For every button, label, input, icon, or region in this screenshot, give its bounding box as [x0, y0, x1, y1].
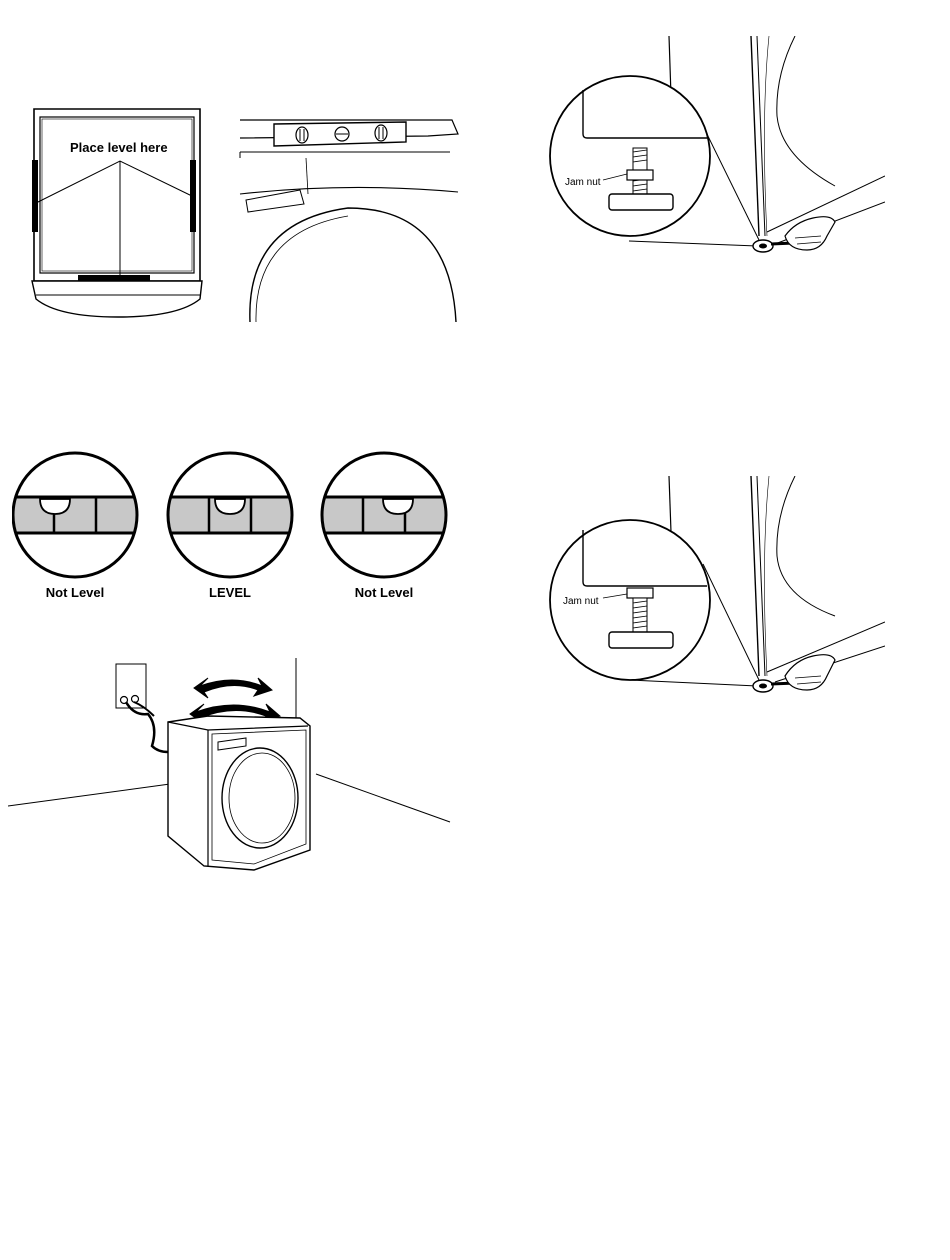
bubble-level-level: [162, 453, 302, 577]
bubble-levels-row: Not Level LEVEL Not Level: [12, 450, 462, 610]
level-mark-front: [78, 275, 150, 281]
hand-icon: [785, 217, 835, 250]
bubble-level-not-level-right: [317, 453, 457, 577]
foot-detail-lower: Jam nut: [545, 476, 885, 698]
jam-nut-label-upper: Jam nut: [565, 177, 601, 188]
bubble-label-2: LEVEL: [209, 585, 251, 600]
level-mark-left: [32, 160, 38, 232]
washer-top-view: Place level here: [28, 105, 208, 321]
place-level-label: Place level here: [70, 140, 168, 155]
level-tool-icon: [274, 122, 406, 146]
jam-nut-shape: [627, 588, 653, 598]
washer-rocking-figure: [8, 656, 454, 878]
bubble-label-3: Not Level: [355, 585, 414, 600]
jam-nut-shape: [627, 170, 653, 180]
jam-nut-label-lower: Jam nut: [563, 596, 599, 607]
bubble-label-1: Not Level: [46, 585, 105, 600]
bubble-level-not-level-left: [12, 453, 142, 577]
foot-detail-upper: Jam nut: [545, 36, 885, 258]
level-on-washer-figure: [238, 112, 460, 322]
hand-icon: [785, 655, 835, 690]
